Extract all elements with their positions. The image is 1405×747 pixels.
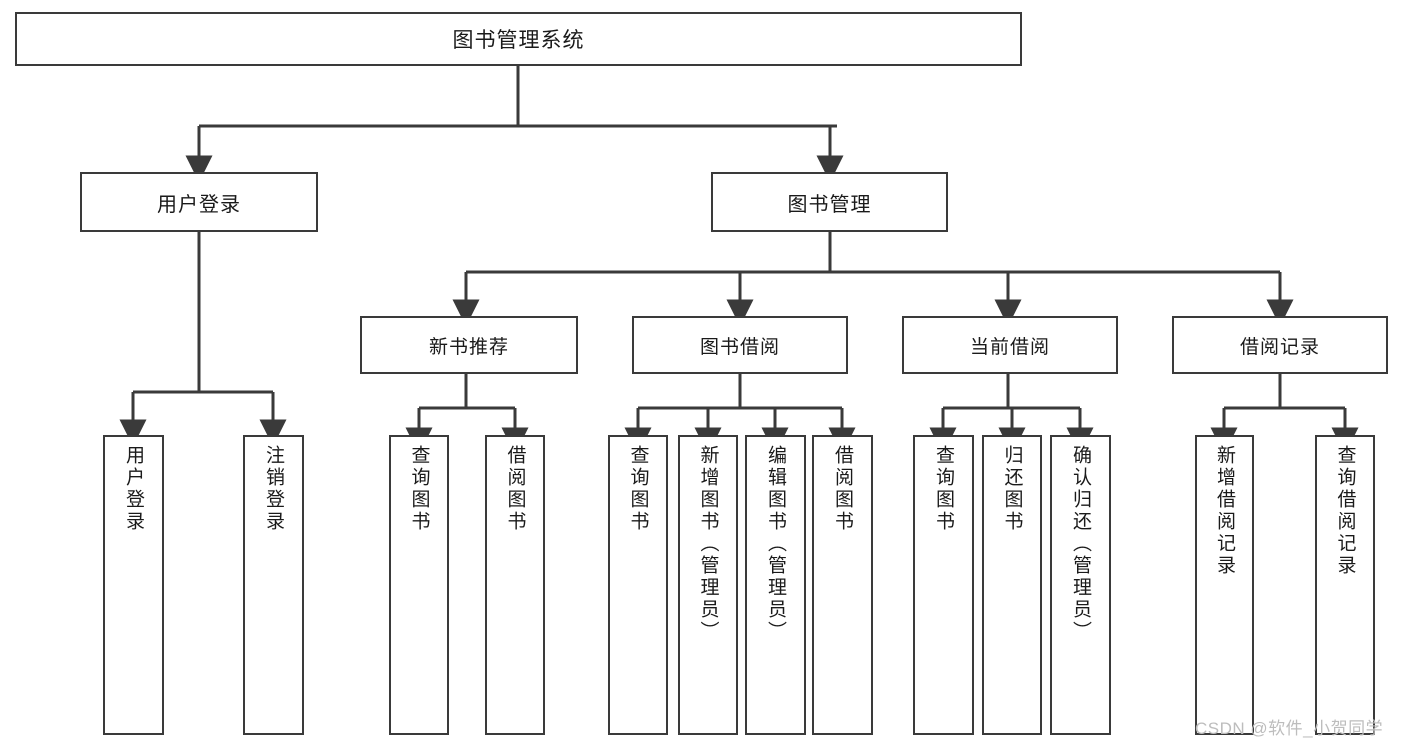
node-leaf-return-book[interactable]: 归还图书: [982, 435, 1042, 735]
node-leaf-query-book-cur-label: 查询图书: [933, 445, 954, 533]
node-root[interactable]: 图书管理系统: [15, 12, 1022, 66]
node-leaf-query-book-borrow-label: 查询图书: [627, 445, 649, 533]
node-leaf-add-book-label: 新增图书（管理员）: [697, 445, 719, 643]
node-current-borrow-label: 当前借阅: [969, 336, 1050, 358]
node-borrow-record-label: 借阅记录: [1239, 336, 1320, 358]
node-leaf-query-book-rec[interactable]: 查询图书: [389, 435, 449, 735]
node-current-borrow[interactable]: 当前借阅: [902, 316, 1118, 374]
node-book-manage[interactable]: 图书管理: [711, 172, 948, 232]
node-leaf-borrow-book-label: 借阅图书: [832, 445, 853, 533]
node-leaf-query-record[interactable]: 查询借阅记录: [1315, 435, 1375, 735]
node-book-manage-label: 图书管理: [787, 193, 872, 216]
node-leaf-query-book-borrow[interactable]: 查询图书: [608, 435, 668, 735]
node-user-login-label: 用户登录: [157, 193, 241, 216]
node-leaf-confirm-return[interactable]: 确认归还（管理员）: [1050, 435, 1111, 735]
node-root-label: 图书管理系统: [452, 29, 585, 52]
node-leaf-query-book-cur[interactable]: 查询图书: [913, 435, 974, 735]
node-leaf-query-book-rec-label: 查询图书: [408, 445, 430, 533]
node-new-book-recommend-label: 新书推荐: [428, 336, 509, 358]
node-leaf-user-login[interactable]: 用户登录: [103, 435, 164, 735]
node-user-login[interactable]: 用户登录: [80, 172, 318, 232]
node-leaf-add-book[interactable]: 新增图书（管理员）: [678, 435, 738, 735]
node-leaf-borrow-book-rec-label: 借阅图书: [504, 445, 526, 533]
node-leaf-edit-book[interactable]: 编辑图书（管理员）: [745, 435, 806, 735]
node-leaf-confirm-return-label: 确认归还（管理员）: [1070, 445, 1091, 643]
node-book-borrow-label: 图书借阅: [699, 336, 780, 358]
node-new-book-recommend[interactable]: 新书推荐: [360, 316, 578, 374]
node-leaf-user-login-label: 用户登录: [123, 445, 144, 533]
node-borrow-record[interactable]: 借阅记录: [1172, 316, 1388, 374]
node-leaf-logout[interactable]: 注销登录: [243, 435, 304, 735]
node-leaf-edit-book-label: 编辑图书（管理员）: [765, 445, 786, 643]
node-leaf-add-record-label: 新增借阅记录: [1214, 445, 1235, 577]
node-book-borrow[interactable]: 图书借阅: [632, 316, 848, 374]
node-leaf-borrow-book[interactable]: 借阅图书: [812, 435, 873, 735]
node-leaf-add-record[interactable]: 新增借阅记录: [1195, 435, 1254, 735]
node-leaf-return-book-label: 归还图书: [1001, 445, 1023, 533]
node-leaf-borrow-book-rec[interactable]: 借阅图书: [485, 435, 545, 735]
node-leaf-query-record-label: 查询借阅记录: [1334, 445, 1356, 577]
node-leaf-logout-label: 注销登录: [263, 445, 284, 533]
